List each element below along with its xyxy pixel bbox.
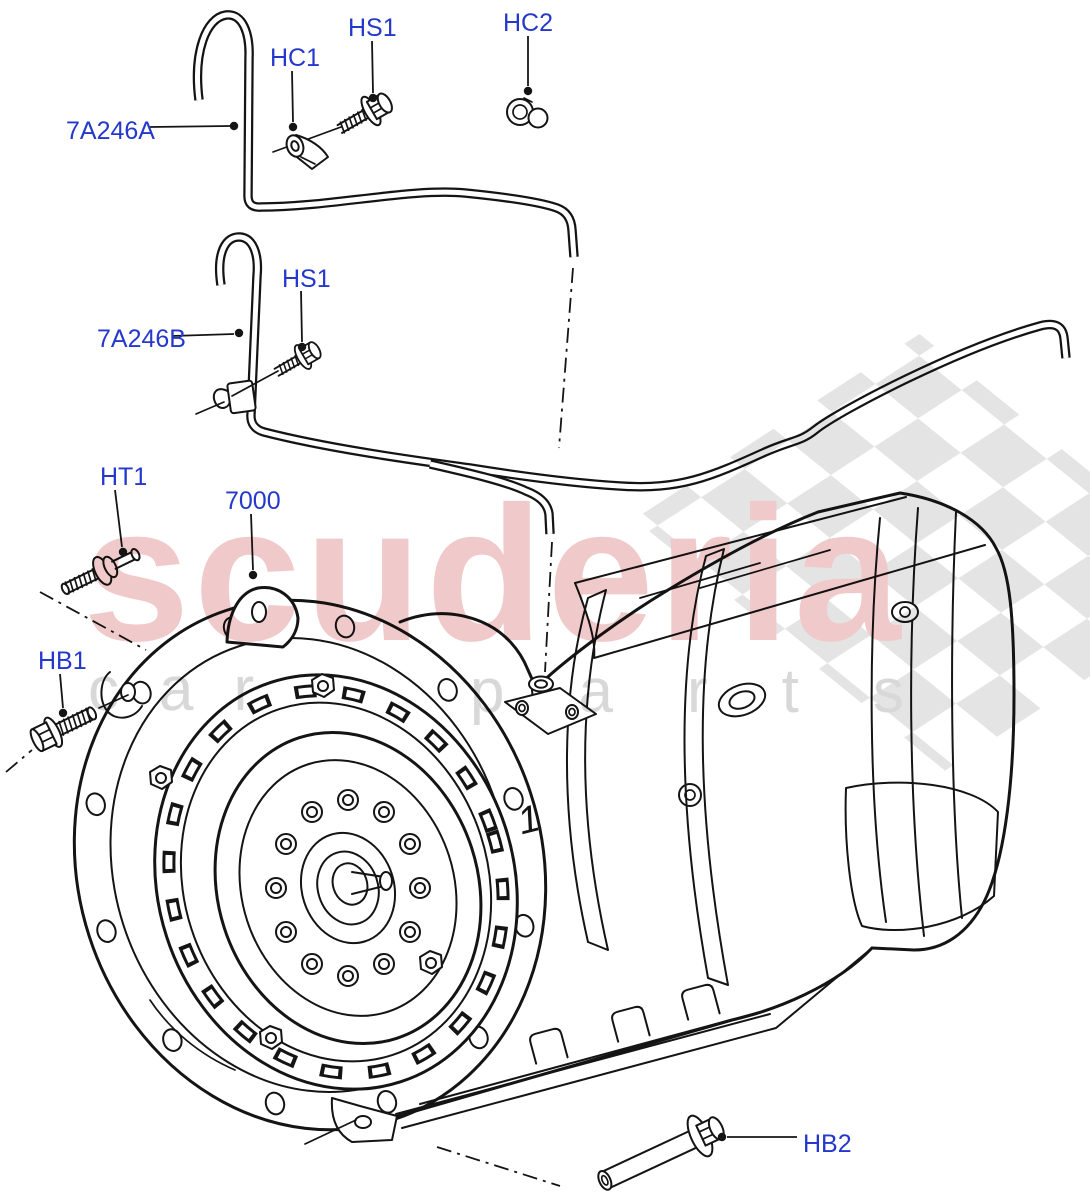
leader-hc1	[291, 70, 294, 123]
screw-hs1-top-drawing	[336, 92, 393, 134]
part-label-hb1[interactable]: HB1	[38, 647, 87, 675]
torque-converter	[149, 673, 483, 1050]
part-label-hc1[interactable]: HC1	[270, 44, 320, 72]
pipe-7a246a-drawing	[192, 10, 579, 258]
part-label-hb2[interactable]: HB2	[803, 1130, 852, 1158]
stud-ht1-axis	[39, 591, 147, 651]
alignment-line-pipes	[544, 267, 574, 673]
callout-ht1: HT1	[100, 463, 147, 557]
callout-hs1-mid: HS1	[282, 265, 331, 352]
bolt-hb2-axis	[436, 1146, 561, 1187]
part-label-hs1-top[interactable]: HS1	[348, 14, 397, 42]
leader-dot-hs1-mid	[297, 342, 307, 352]
watermark-checker-pattern	[634, 333, 1090, 771]
leader-hs1-mid	[300, 290, 303, 343]
watermark-word-car: car	[88, 655, 294, 724]
clip-hc1-drawing	[272, 126, 342, 170]
part-label-7a246a[interactable]: 7A246A	[66, 117, 155, 145]
leader-hs1-top	[371, 40, 374, 94]
leader-dot-hs1-top	[368, 93, 378, 103]
leader-7000	[250, 513, 254, 571]
callout-7000: 7000	[225, 487, 281, 580]
callout-7a246b: 7A246B	[97, 325, 244, 353]
part-label-hs1-mid[interactable]: HS1	[282, 265, 331, 293]
leader-7a246a	[149, 125, 231, 128]
bolt-hb1-axis	[5, 749, 33, 773]
leader-dot-7a246b	[234, 328, 244, 338]
leader-dot-hb1	[58, 708, 68, 718]
callout-hb2: HB2	[717, 1130, 852, 1158]
callouts: 7A246A HC1 HS1 HC2 7A246B HS1	[38, 9, 852, 1158]
part-label-7a246b[interactable]: 7A246B	[97, 325, 186, 353]
callout-hc2: HC2	[503, 9, 553, 96]
watermark: scuderia car parts	[83, 333, 1090, 771]
watermark-title: scuderia	[83, 466, 905, 681]
part-label-ht1[interactable]: HT1	[100, 463, 147, 491]
leader-7a246b	[171, 333, 235, 337]
pipe-clamp-drawing	[195, 379, 257, 415]
part-label-hc2[interactable]: HC2	[503, 9, 553, 37]
leader-hb1	[59, 673, 64, 709]
bolt-hb1-drawing	[29, 706, 98, 753]
leader-dot-7000	[248, 570, 258, 580]
callout-hs1-top: HS1	[348, 14, 397, 103]
part-label-7000[interactable]: 7000	[225, 487, 281, 515]
callout-hc1: HC1	[270, 44, 320, 132]
leader-dot-hc1	[288, 122, 298, 132]
screw-hs1-mid-axis	[231, 370, 279, 397]
callout-hb1: HB1	[38, 647, 87, 718]
leader-dot-ht1	[118, 547, 128, 557]
leader-dot-7a246a	[229, 121, 239, 131]
stud-ht1-drawing	[60, 548, 141, 595]
leader-dot-hb2	[717, 1132, 727, 1142]
watermark-word-parts: parts	[470, 657, 978, 726]
leader-dot-hc2	[523, 86, 533, 96]
clip-hc2-drawing	[506, 97, 549, 129]
leader-ht1	[114, 489, 123, 548]
callout-7a246a: 7A246A	[66, 117, 239, 145]
bolt-hb2-drawing	[597, 1114, 725, 1191]
screw-hs1-mid-drawing	[273, 341, 322, 377]
